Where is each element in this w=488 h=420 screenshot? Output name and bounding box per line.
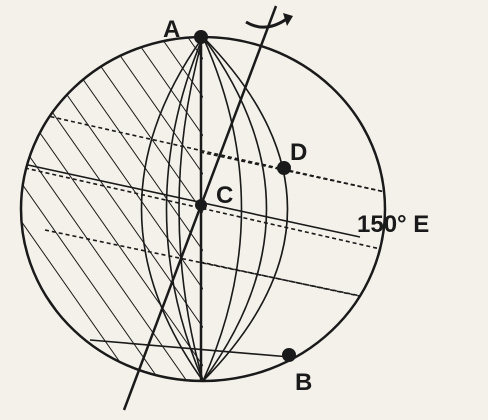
rotation-arrow-icon xyxy=(245,16,289,29)
longitude-label: 150° E xyxy=(357,211,429,238)
rotation-arrow-head-icon xyxy=(283,13,293,26)
parallel-dashed xyxy=(199,151,385,194)
meridian xyxy=(140,37,204,381)
meridian xyxy=(202,37,268,381)
point-d-label: D xyxy=(290,139,307,166)
night-hemisphere-hatching xyxy=(21,37,203,381)
parallel-solid xyxy=(27,164,361,238)
point-d-marker xyxy=(277,161,291,175)
meridian xyxy=(202,37,243,381)
meridian xyxy=(202,37,289,381)
point-b-marker xyxy=(282,348,296,362)
parallel-dashed xyxy=(199,261,379,301)
point-c-label: C xyxy=(216,182,233,209)
point-b-label: B xyxy=(295,369,312,396)
meridian xyxy=(165,37,204,381)
point-a-label: A xyxy=(163,16,180,43)
point-c-marker xyxy=(195,199,207,211)
parallel-solid xyxy=(89,339,291,358)
parallel-dashed xyxy=(44,229,381,301)
meridian xyxy=(178,37,204,381)
point-a-marker xyxy=(194,30,208,44)
